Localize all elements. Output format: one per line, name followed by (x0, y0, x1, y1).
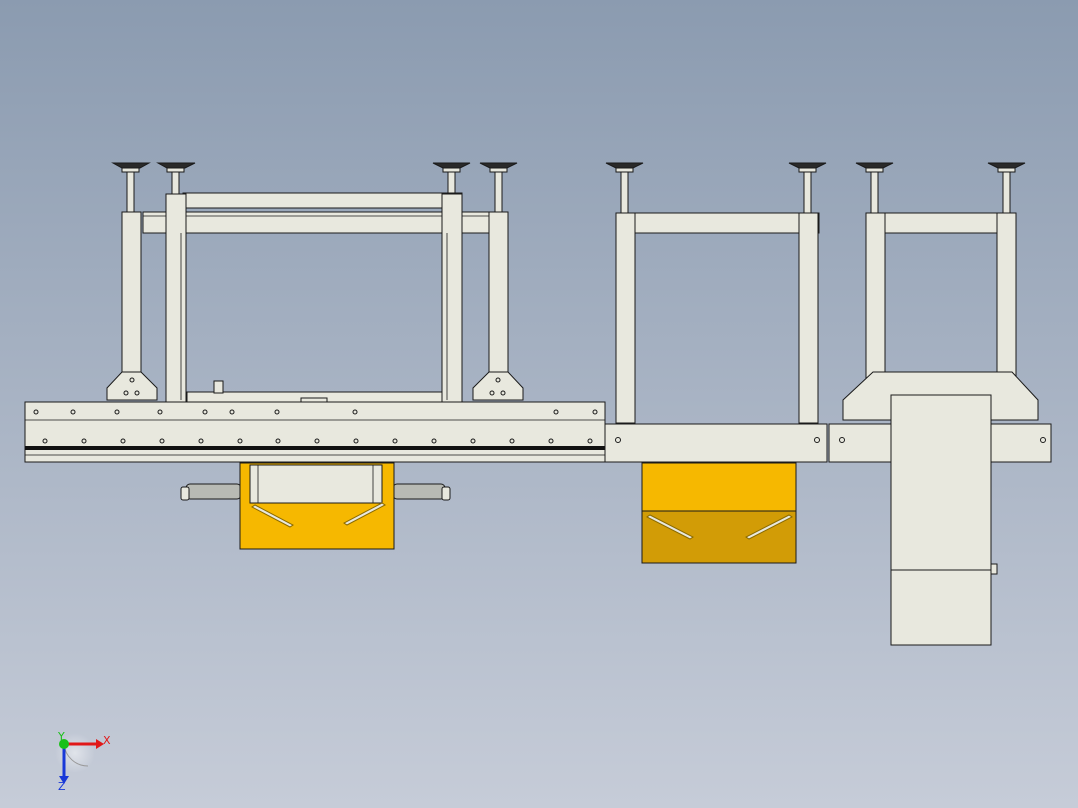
bin-window (249, 464, 383, 504)
rivet (198, 438, 204, 444)
post (441, 193, 463, 403)
rivet (352, 409, 358, 415)
right-frame-module[interactable] (828, 162, 1052, 646)
rivet (314, 438, 320, 444)
drive-motor-housing (890, 394, 992, 571)
bin-lower-panel (641, 510, 797, 564)
rivet (353, 438, 359, 444)
leveling-foot (479, 162, 518, 215)
rivet (431, 438, 437, 444)
rivet (120, 438, 126, 444)
roller (180, 483, 242, 501)
post (798, 212, 819, 424)
rivet (42, 438, 48, 444)
rivet (509, 438, 515, 444)
y-axis-dot (59, 739, 69, 749)
left-frame-module[interactable] (24, 162, 606, 550)
top-beam (615, 212, 820, 234)
rail-section (604, 423, 828, 463)
rivet (157, 409, 163, 415)
rivet (592, 409, 598, 415)
x-axis-label: X (103, 734, 111, 747)
middle-frame-module[interactable] (604, 162, 828, 564)
y-axis-label: Y (57, 730, 65, 743)
main-rail (24, 401, 606, 463)
rivet (81, 438, 87, 444)
rivet (114, 409, 120, 415)
rivet (229, 409, 235, 415)
rivet (202, 409, 208, 415)
roller (392, 483, 451, 501)
rivet (548, 438, 554, 444)
z-axis-label: Z (58, 780, 66, 793)
leveling-foot (987, 162, 1026, 215)
post (165, 193, 187, 403)
post (865, 212, 886, 379)
pin (213, 380, 224, 394)
post (121, 211, 142, 373)
rivet (274, 409, 280, 415)
top-beam (142, 211, 490, 234)
post (488, 211, 509, 373)
motor-bolt (990, 563, 998, 575)
drive-motor-base (890, 569, 992, 646)
coordinate-triad: X Y Z (55, 730, 111, 793)
leveling-foot (156, 162, 196, 195)
rivet (470, 438, 476, 444)
rivet (33, 409, 39, 415)
rivet (275, 438, 281, 444)
rail-holes (33, 409, 598, 444)
post (615, 212, 636, 424)
rivet (70, 409, 76, 415)
gusset-bracket (106, 371, 158, 401)
rivet (587, 438, 593, 444)
rivet (237, 438, 243, 444)
post (996, 212, 1017, 379)
top-beam (865, 212, 1017, 234)
gusset-bracket (472, 371, 524, 401)
collection-bin (641, 462, 797, 512)
rivet (159, 438, 165, 444)
rivet (553, 409, 559, 415)
top-plate (182, 192, 463, 209)
rivet (392, 438, 398, 444)
